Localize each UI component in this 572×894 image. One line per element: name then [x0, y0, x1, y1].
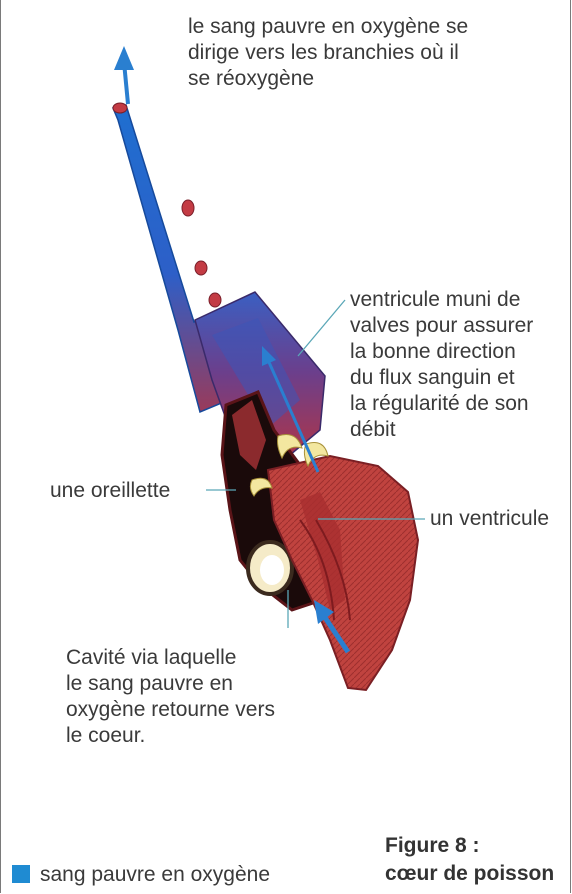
label-line: le sang pauvre en oxygène se [188, 14, 468, 40]
legend-swatch [12, 865, 30, 883]
label-line: ventricule muni de [350, 287, 533, 313]
label-line: se réoxygène [188, 66, 468, 92]
label-line: Cavité via laquelle [66, 645, 275, 671]
branch-dot [113, 103, 127, 113]
branch-dot [195, 261, 207, 275]
label-line: oxygène retourne vers [66, 697, 275, 723]
label-line: le sang pauvre en [66, 671, 275, 697]
legend-label: sang pauvre en oxygène [40, 863, 270, 886]
label-valves: ventricule muni de valves pour assurer l… [350, 287, 533, 443]
label-line: la bonne direction [350, 339, 533, 365]
label-top: le sang pauvre en oxygène se dirige vers… [188, 14, 468, 92]
label-line: valves pour assurer [350, 313, 533, 339]
figure-caption: Figure 8 : cœur de poisson [385, 832, 554, 888]
caption-title: Figure 8 : [385, 832, 554, 860]
label-cavite: Cavité via laquelle le sang pauvre en ox… [66, 645, 275, 749]
label-line: le coeur. [66, 723, 275, 749]
branch-dot [209, 293, 221, 307]
label-line: la régularité de son [350, 391, 533, 417]
label-line: du flux sanguin et [350, 365, 533, 391]
caption-subtitle: cœur de poisson [385, 860, 554, 888]
branch-dot [182, 200, 194, 216]
label-ventricule: un ventricule [430, 506, 549, 532]
leader-valves [298, 300, 345, 356]
label-oreillette: une oreillette [50, 478, 170, 504]
label-line: dirige vers les branchies où il [188, 40, 468, 66]
label-line: débit [350, 417, 533, 443]
legend: sang pauvre en oxygène [12, 862, 270, 888]
